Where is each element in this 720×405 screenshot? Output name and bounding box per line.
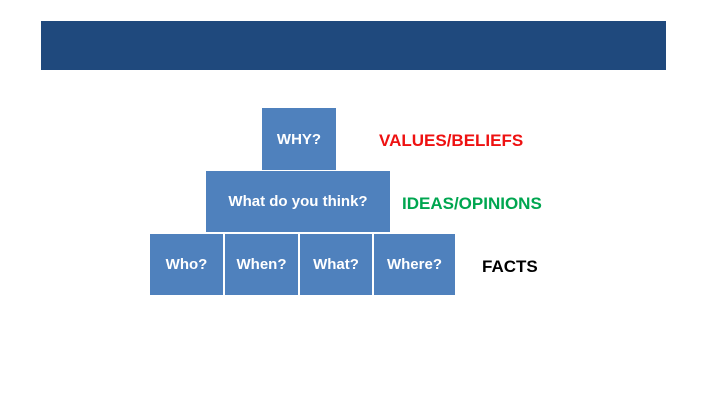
label-facts: FACTS <box>482 257 538 276</box>
pyramid-bottom-box-what: What? <box>300 234 372 295</box>
pyramid-bottom-box-who: Who? <box>150 234 223 295</box>
pyramid-middle-box: What do you think? <box>206 171 390 232</box>
title-bar <box>41 21 666 70</box>
label-ideas-opinions: IDEAS/OPINIONS <box>402 194 542 213</box>
pyramid-top-box: WHY? <box>262 108 336 170</box>
pyramid-bottom-box-where: Where? <box>374 234 455 295</box>
label-values-beliefs: VALUES/BELIEFS <box>379 131 524 150</box>
pyramid-bottom-box-when: When? <box>225 234 298 295</box>
